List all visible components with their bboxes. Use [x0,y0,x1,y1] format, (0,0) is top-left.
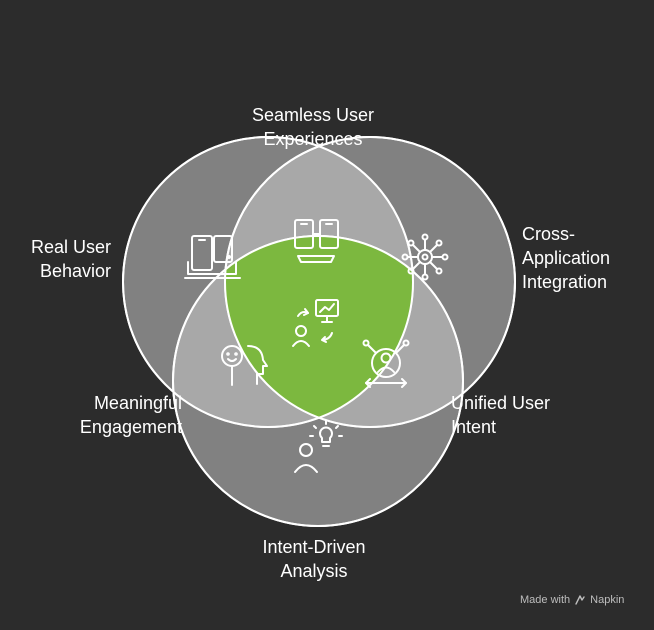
label-line: Intent [451,417,497,437]
label-line: Integration [522,272,608,292]
phones-icon [294,219,339,263]
network-icon [401,233,449,281]
analytics-cycle-icon [292,299,339,347]
label-seamless-user-experiences: Seamless User Experiences [195,103,431,151]
label-line: Application [522,248,611,268]
napkin-brand-text: Napkin [590,594,625,606]
label-line: Meaningful [93,393,182,413]
head-smile-icon [221,345,268,386]
label-line: Behavior [39,261,111,281]
napkin-logo-icon [575,595,585,605]
label-line: Analysis [280,561,348,581]
label-line: Seamless User [251,105,375,125]
label-line: Real User [30,237,111,257]
label-meaningful-engagement: Meaningful Engagement [42,391,182,439]
person-idea-icon [294,420,343,473]
label-line: Experiences [263,129,363,149]
made-with-text: Made with [520,594,571,606]
label-cross-application-integration: Cross- Application Integration [522,222,652,294]
label-unified-user-intent: Unified User Intent [451,391,591,439]
label-line: Intent-Driven [262,537,366,557]
devices-icon [184,235,241,279]
label-line: Cross- [522,224,575,244]
label-real-user-behavior: Real User Behavior [10,235,111,283]
user-arrows-icon [362,339,410,388]
made-with-napkin-badge[interactable]: Made with Napkin [520,594,624,606]
label-intent-driven-analysis: Intent-Driven Analysis [196,535,432,583]
label-line: Engagement [79,417,182,437]
label-line: Unified User [451,393,551,413]
center-region [225,236,413,427]
